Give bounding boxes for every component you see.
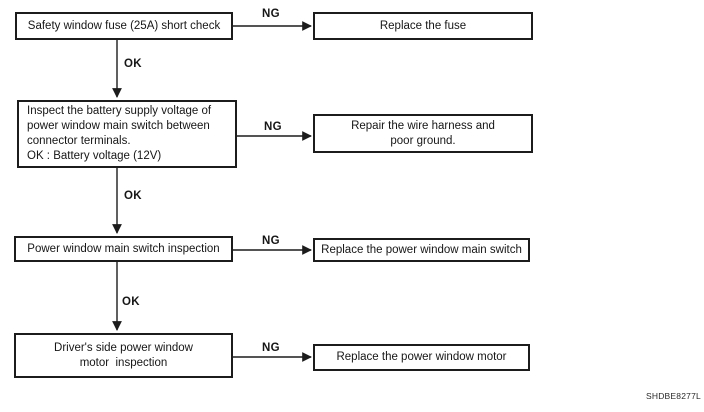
- step-4-check-text: Driver's side power window motor inspect…: [54, 341, 193, 369]
- step-3-ok-label: OK: [122, 296, 140, 308]
- step-2-action-box: Repair the wire harness and poor ground.: [313, 114, 533, 153]
- step-4-check-box: Driver's side power window motor inspect…: [14, 333, 233, 378]
- step-3-check-text: Power window main switch inspection: [27, 242, 220, 255]
- step-1-check-text: Safety window fuse (25A) short check: [27, 19, 221, 32]
- step-1-action-text: Replace the fuse: [379, 19, 467, 32]
- step-3-action-box: Replace the power window main switch: [313, 238, 530, 262]
- step-1-ok-label: OK: [124, 58, 142, 70]
- step-2-ok-label: OK: [124, 190, 142, 202]
- step-2-ng-label: NG: [264, 121, 282, 133]
- step-4-action-box: Replace the power window motor: [313, 344, 530, 371]
- step-1-action-box: Replace the fuse: [313, 12, 533, 40]
- step-1-check-box: Safety window fuse (25A) short check: [15, 12, 233, 40]
- figure-code: SHDBE8277L: [646, 391, 701, 401]
- step-3-action-text: Replace the power window main switch: [321, 243, 522, 256]
- step-4-ng-label: NG: [262, 342, 280, 354]
- step-2-action-text: Repair the wire harness and poor ground.: [351, 119, 495, 147]
- step-4-action-text: Replace the power window motor: [336, 351, 507, 363]
- step-3-ng-label: NG: [262, 235, 280, 247]
- step-1-ng-label: NG: [262, 8, 280, 20]
- step-3-check-box: Power window main switch inspection: [14, 236, 233, 262]
- step-2-check-box: Inspect the battery supply voltage of po…: [17, 100, 237, 168]
- step-2-check-text: Inspect the battery supply voltage of po…: [27, 105, 212, 162]
